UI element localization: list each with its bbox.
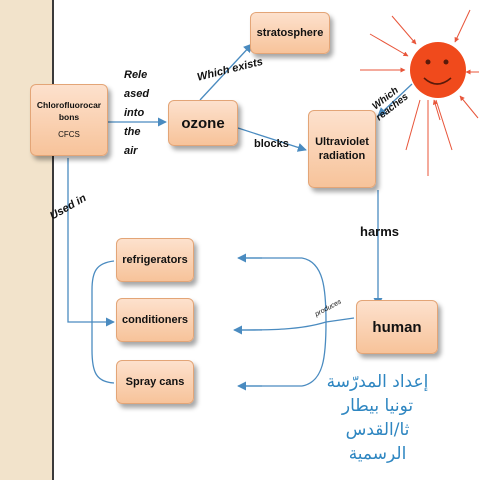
node-refrigerators-label: refrigerators — [122, 254, 188, 266]
left-wall — [0, 0, 54, 480]
node-conditioners-label: conditioners — [121, 314, 188, 326]
credit-line-3: ثا/القدس — [345, 420, 410, 440]
arrow-human-to-products — [237, 257, 327, 387]
arrow-human-branch — [325, 317, 355, 323]
node-stratosphere: stratosphere — [250, 12, 330, 54]
node-ozone: ozone — [168, 100, 238, 146]
node-refrigerators: refrigerators — [116, 238, 194, 282]
node-uv-label: Ultraviolet radiation — [315, 136, 369, 162]
sun-face-icon — [410, 42, 466, 98]
sun — [410, 42, 466, 98]
credit-line-2: تونيا بيطار — [341, 396, 414, 416]
arrow-cfc-to-conditioners — [67, 158, 115, 327]
label-released-into-air: Rele ased into the air — [124, 69, 150, 157]
label-blocks: blocks — [254, 138, 289, 150]
node-spray-cans-label: Spray cans — [125, 376, 185, 388]
credit-line-4: الرسمية — [348, 444, 407, 464]
arrow-sun-to-uv — [377, 83, 413, 117]
node-cfc-name: Chlorofluorocar bons — [36, 100, 102, 122]
node-spray-cans: Spray cans — [116, 360, 194, 404]
node-cfc-abbr: CFCS — [58, 130, 80, 139]
node-ozone-label: ozone — [181, 114, 225, 132]
author-credit: إعداد المدرّسة تونيا بيطار ثا/القدس الرس… — [325, 370, 430, 466]
label-harms: harms — [360, 224, 400, 239]
node-human-label: human — [372, 318, 422, 336]
node-cfc: Chlorofluorocar bons CFCS — [30, 84, 108, 156]
credit-line-1: إعداد المدرّسة — [326, 372, 429, 392]
node-human: human — [356, 300, 438, 354]
arrow-ozone-to-stratosphere — [199, 43, 253, 101]
node-conditioners: conditioners — [116, 298, 194, 342]
bracket-used-in — [91, 260, 115, 384]
arrow-ozone-to-uv — [237, 127, 307, 152]
node-stratosphere-label: stratosphere — [256, 27, 324, 39]
node-uv: Ultraviolet radiation — [308, 110, 376, 188]
